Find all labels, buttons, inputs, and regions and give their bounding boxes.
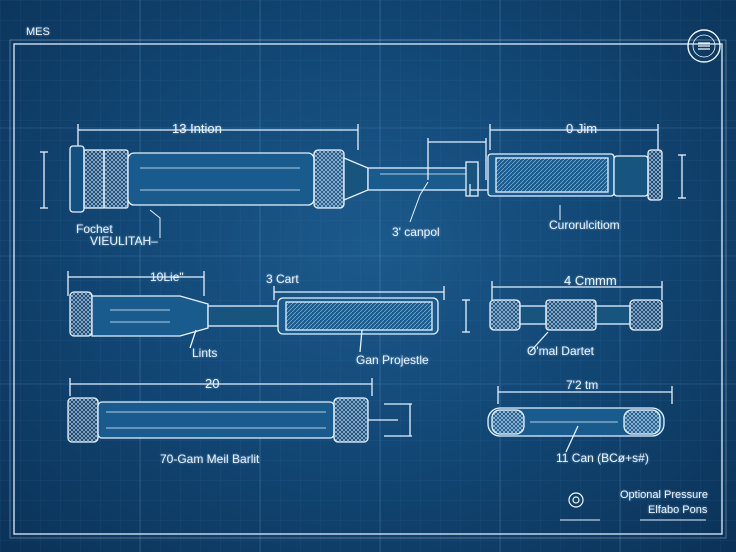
dimension-label: 0 Jim <box>566 121 598 136</box>
tube-assembly-5 <box>67 378 412 443</box>
gear-icon <box>568 492 584 508</box>
tube-assembly-1 <box>40 124 487 213</box>
callout-label: 3' canpol <box>392 225 440 239</box>
dimension-label: 10Lie" <box>150 270 184 284</box>
callout-label: 70-Gam Meil Barlit <box>160 452 260 466</box>
callout-label: O'mal Dartet <box>527 344 594 358</box>
dimension-label: 20 <box>205 376 220 391</box>
sheet-border <box>9 39 727 539</box>
note-label: Elfabo Pons <box>648 504 708 516</box>
note-label: Optional Pressure <box>620 489 709 501</box>
callout-label: Lints <box>192 346 218 360</box>
callout-label: 11 Can (BCø+s#) <box>556 451 649 465</box>
callout-label: Fochet <box>76 222 113 236</box>
corner-code: MES <box>26 26 50 38</box>
seal-badge-icon <box>687 29 721 63</box>
tube-assembly-4 <box>489 281 663 353</box>
callout-label: Curorulcitiom <box>549 218 620 232</box>
dimension-label: 3 Cart <box>266 272 299 286</box>
dimension-label: 4 Cmmm <box>564 273 617 288</box>
dimension-label: 7'2 tm <box>566 378 599 392</box>
callout-label: VIEULITAH– <box>90 234 158 248</box>
tube-assembly-6 <box>487 386 673 453</box>
dimension-label: 13 Intion <box>172 121 222 136</box>
tube-assembly-2 <box>469 124 686 201</box>
callout-label: Gan Projestle <box>356 353 429 367</box>
tube-assembly-3 <box>67 271 470 353</box>
